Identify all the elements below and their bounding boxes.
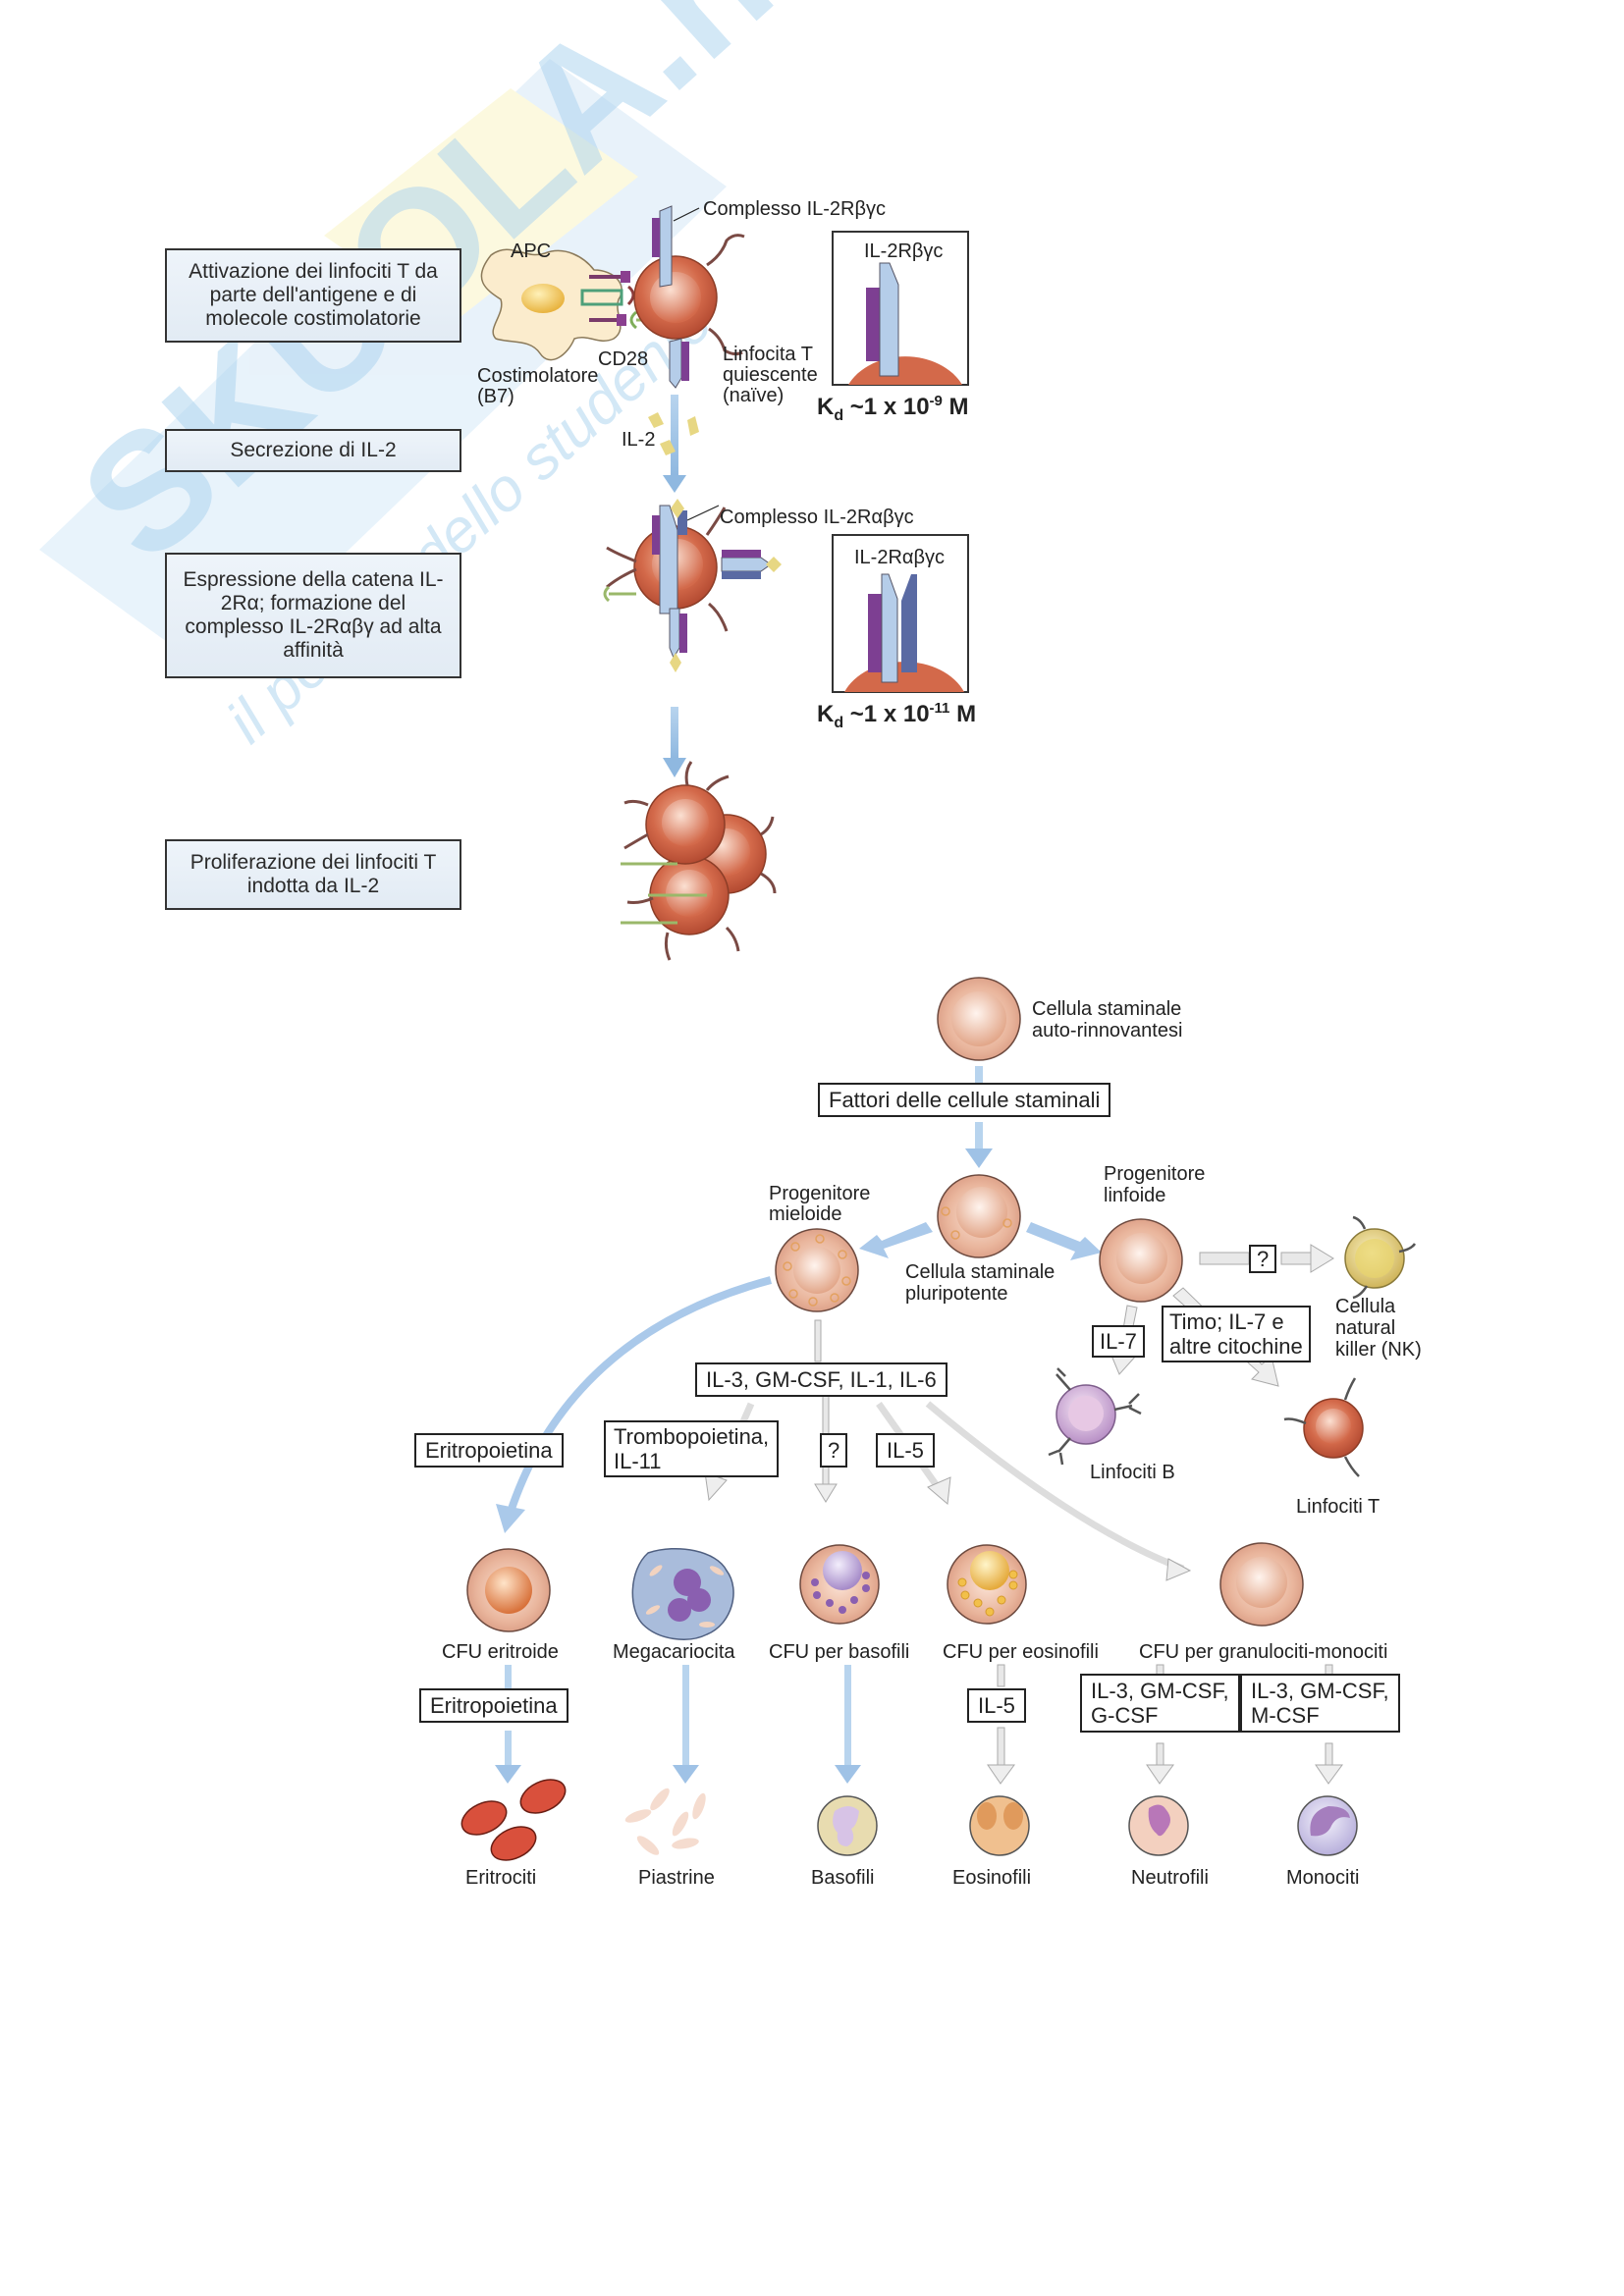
factor-stem-cell-factors: Fattori delle cellule staminali <box>818 1083 1111 1117</box>
label-myeloid-2: mieloide <box>769 1203 842 1225</box>
label-nk-3: killer (NK) <box>1335 1339 1422 1361</box>
label-self-renewing-1: Cellula staminale <box>1032 998 1182 1020</box>
step-proliferation: Proliferazione dei linfociti T indotta d… <box>165 839 461 910</box>
inset1-kd: Kd ~1 x 10-9 M <box>817 393 969 424</box>
factor-epo-bottom: Eritropoietina <box>419 1688 568 1723</box>
factor-nk-unknown: ? <box>1249 1245 1277 1273</box>
label-platelets: Piastrine <box>638 1867 715 1889</box>
label-nk-2: natural <box>1335 1317 1396 1339</box>
label-tcell-1: Linfocita T <box>723 344 813 365</box>
factor-baso-unknown: ? <box>820 1433 848 1468</box>
label-b7: (B7) <box>477 386 514 407</box>
factor-neutrophil: IL-3, GM-CSF,G-CSF <box>1080 1674 1240 1733</box>
step-secretion: Secrezione di IL-2 <box>165 429 461 472</box>
step-expression: Espressione della catena IL-2Rα; formazi… <box>165 553 461 678</box>
factor-epo-top: Eritropoietina <box>414 1433 564 1468</box>
label-pluripotent-2: pluripotente <box>905 1283 1008 1305</box>
label-nk-1: Cellula <box>1335 1296 1396 1317</box>
step-activation-text: Attivazione dei linfociti T da parte del… <box>189 260 438 330</box>
label-erythrocytes: Eritrociti <box>465 1867 537 1889</box>
label-cfu-erythroid: CFU eritroide <box>442 1641 559 1663</box>
inset1-title: IL-2Rβγc <box>864 240 944 262</box>
label-self-renewing-2: auto-rinnovantesi <box>1032 1020 1183 1041</box>
label-lymphoid-2: linfoide <box>1104 1185 1166 1206</box>
label-tcell-3: (naïve) <box>723 385 785 406</box>
label-lymphoid-1: Progenitore <box>1104 1163 1206 1185</box>
label-t-cells: Linfociti T <box>1296 1496 1380 1518</box>
label-monocytes: Monociti <box>1286 1867 1360 1889</box>
factor-tpo: Trombopoietina,IL-11 <box>604 1420 780 1477</box>
label-myeloid-1: Progenitore <box>769 1183 871 1204</box>
label-complex-abg: Complesso IL-2Rαβγc <box>720 507 914 528</box>
label-megakaryocyte: Megacariocita <box>613 1641 735 1663</box>
label-b-cells: Linfociti B <box>1090 1462 1175 1483</box>
factor-monocyte: IL-3, GM-CSF,M-CSF <box>1240 1674 1400 1733</box>
proliferating-t-cells <box>621 761 777 961</box>
label-cfu-basophil: CFU per basofili <box>769 1641 910 1663</box>
step-secretion-text: Secrezione di IL-2 <box>230 439 397 461</box>
step-expression-text: Espressione della catena IL-2Rα; formazi… <box>183 568 444 662</box>
step-proliferation-text: Proliferazione dei linfociti T indotta d… <box>189 851 437 897</box>
label-neutrophils: Neutrofili <box>1131 1867 1209 1889</box>
apc-nucleus <box>521 284 565 313</box>
platelets-cells <box>624 1788 706 1855</box>
label-complex-bg: Complesso IL-2Rβγc <box>703 198 887 220</box>
label-eosinophils: Eosinofili <box>952 1867 1032 1889</box>
inset2-title: IL-2Rαβγc <box>854 547 945 568</box>
label-cd28: CD28 <box>598 348 649 370</box>
label-pluripotent-1: Cellula staminale <box>905 1261 1056 1283</box>
factor-il7: IL-7 <box>1092 1325 1145 1358</box>
label-apc: APC <box>511 240 552 262</box>
inset2-kd: Kd ~1 x 10-11 M <box>817 700 977 731</box>
label-cfu-gm: CFU per granulociti-monociti <box>1139 1641 1388 1663</box>
label-il2: IL-2 <box>622 429 656 451</box>
eosinophil-cell <box>969 1795 1030 1856</box>
label-cfu-eosinophil: CFU per eosinofili <box>943 1641 1099 1663</box>
erythrocytes-cells <box>460 1779 567 1861</box>
label-basophils: Basofili <box>811 1867 875 1889</box>
label-costimulator: Costimolatore <box>477 365 599 387</box>
label-tcell-2: quiescente <box>723 364 818 386</box>
factor-myeloid-mix: IL-3, GM-CSF, IL-1, IL-6 <box>695 1362 947 1397</box>
step-activation: Attivazione dei linfociti T da parte del… <box>165 248 461 343</box>
factor-il5-top: IL-5 <box>876 1433 935 1468</box>
factor-il5-bottom: IL-5 <box>967 1688 1026 1723</box>
